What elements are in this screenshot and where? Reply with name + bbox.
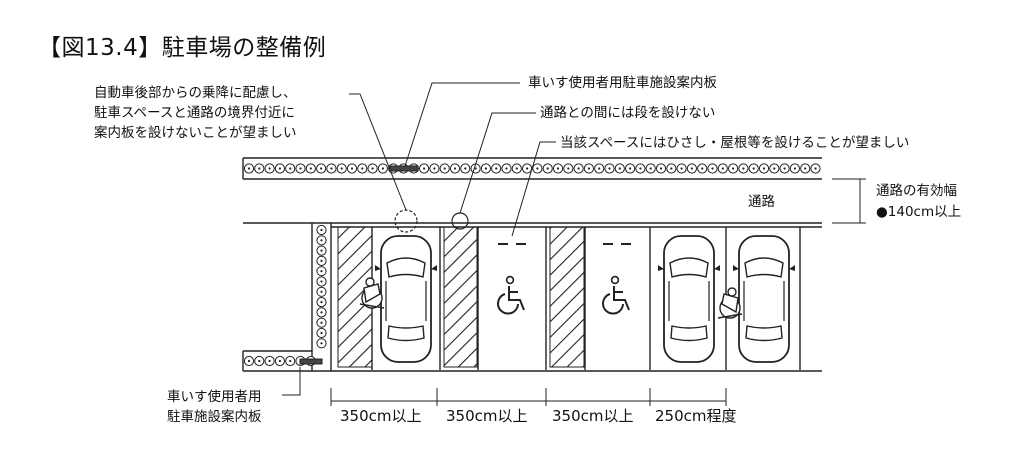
dimension-label: 350cm以上: [446, 407, 528, 425]
car-icon: [657, 235, 721, 363]
hatched-transfer-area: [443, 226, 478, 368]
figure-title: 【図13.4】駐車場の整備例: [38, 35, 327, 61]
label-sign-board-bottom-line-2: 駐車施設案内板: [167, 409, 262, 425]
label-roof-note: 当該スペースにはひさし・屋根等を設けることが望ましい: [560, 135, 910, 151]
car-icon: [732, 235, 796, 363]
no-sign-zone-marker: [394, 209, 418, 233]
wheelchair-user-icon: [717, 287, 743, 319]
label-aisle-width: 通路の有効幅: [876, 183, 957, 199]
leader-line: [404, 82, 520, 167]
wheelchair-symbol-icon: [497, 275, 525, 315]
label-no-step: 通路との間には段を設けない: [540, 105, 716, 121]
leader-line: [459, 112, 536, 214]
sign-board-icon: [299, 358, 323, 365]
hatched-transfer-area: [549, 226, 585, 368]
wheelchair-user-icon: [359, 277, 385, 309]
sign-board-icon: [389, 165, 419, 172]
wheelchair-symbol-icon: [602, 275, 630, 315]
note-rear-access-line-1: 自動車後部からの乗降に配慮し、: [94, 85, 297, 101]
hedge-icon: [242, 350, 331, 372]
dimension-label: 250cm程度: [655, 407, 737, 425]
label-aisle: 通路: [748, 194, 775, 210]
label-sign-board-top: 車いす使用者用駐車施設案内板: [528, 75, 717, 91]
note-rear-access-line-3: 案内板を設けないことが望ましい: [94, 125, 297, 141]
dimension-label: 350cm以上: [340, 407, 422, 425]
hedge-icon: [242, 157, 822, 180]
dimension-label: 350cm以上: [552, 407, 634, 425]
label-aisle-width-value: ●140cm以上: [876, 204, 962, 220]
leader-line: [511, 141, 556, 237]
note-rear-access-line-2: 駐車スペースと通路の境界付近に: [94, 105, 295, 121]
leader-line: [349, 93, 407, 211]
hedge-icon: [311, 223, 332, 371]
leader-line: [282, 367, 301, 396]
label-sign-board-bottom-line-1: 車いす使用者用: [167, 389, 262, 405]
car-icon: [374, 235, 438, 363]
